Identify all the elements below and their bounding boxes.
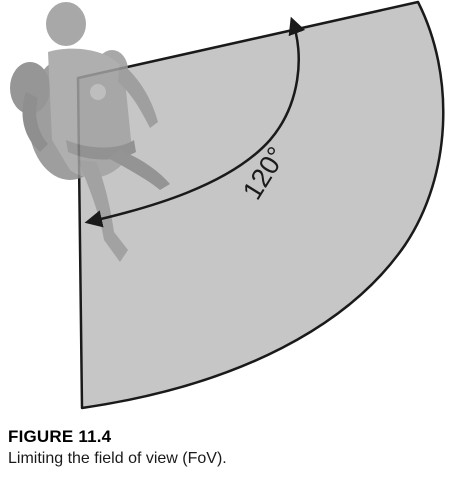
figure-number: FIGURE 11.4 — [8, 427, 112, 446]
angle-arc — [84, 16, 306, 228]
figure-caption: FIGURE 11.4 Limiting the field of view (… — [8, 426, 448, 470]
fov-diagram: 120° — [10, 0, 445, 410]
figure-caption-text: Limiting the field of view (FoV). — [8, 450, 227, 467]
